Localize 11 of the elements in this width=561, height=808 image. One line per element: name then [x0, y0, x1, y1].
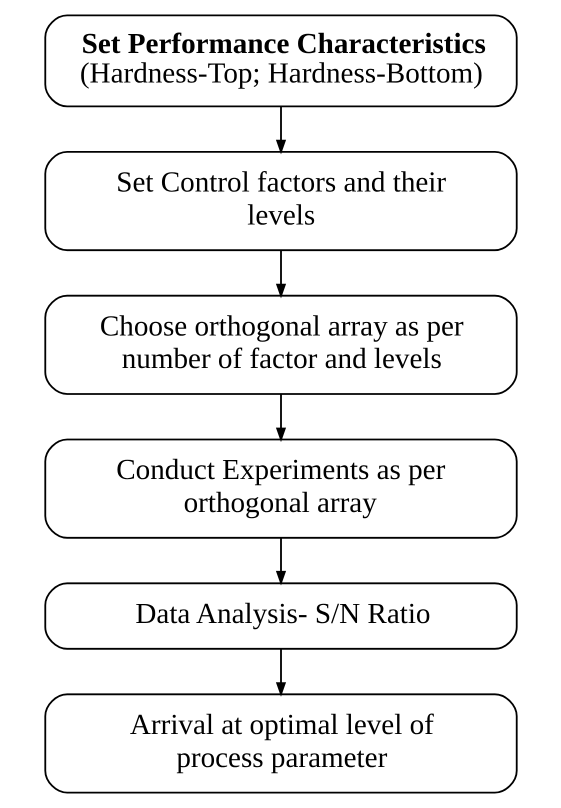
node-box: Arrival at optimal level of process parameter [44, 693, 518, 794]
node-box: Choose orthogonal array as per number of factor and levels [44, 294, 518, 395]
arrow [275, 649, 286, 697]
arrow [275, 250, 286, 298]
node-box: Conduct Experiments as per orthogonal array [44, 438, 518, 539]
node-box: Set Control factors and their levels [44, 151, 518, 252]
node-box: Data Analysis- S/N Ratio [44, 582, 518, 650]
arrow [275, 538, 286, 586]
arrow [275, 394, 286, 442]
arrow [275, 106, 286, 154]
node-box: Set Performance Characteristics (Hardness-Top; Hardness-Bottom) [44, 14, 518, 108]
